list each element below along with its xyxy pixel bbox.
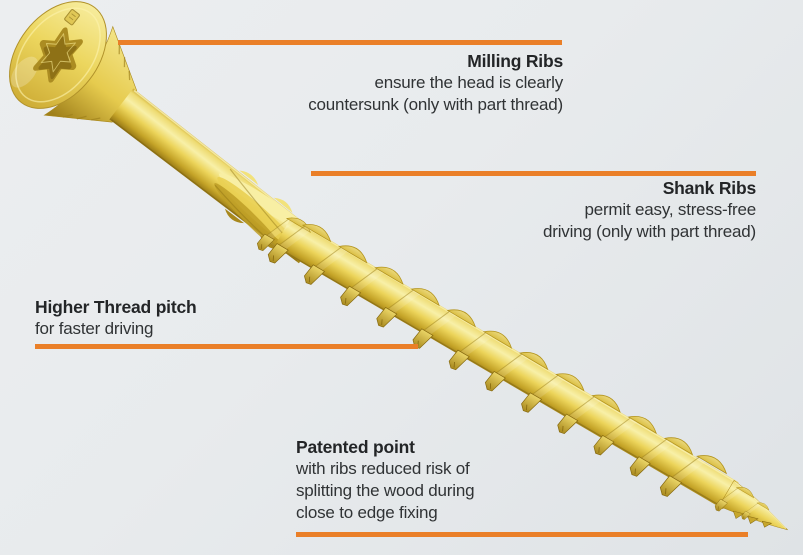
callout-line-patented-point (296, 532, 748, 537)
callout-text-line: close to edge fixing (296, 503, 438, 522)
callout-text-line: splitting the wood during (296, 481, 475, 500)
torx-recess (33, 27, 83, 83)
callout-text-line: driving (only with part thread) (542, 222, 756, 241)
callout-title: Shank Ribs (662, 178, 757, 198)
callout-line-milling-ribs (118, 40, 562, 45)
callout-line-shank-ribs (311, 171, 756, 176)
callout-line-higher-thread-pitch (35, 344, 418, 349)
callout-title: Higher Thread pitch (35, 297, 197, 317)
callout-higher-thread-pitch: Higher Thread pitch for faster driving (35, 296, 395, 340)
callout-text-line: ensure the head is clearly (374, 73, 563, 92)
screw-milling-ribs (62, 44, 131, 121)
screw-tip (713, 478, 789, 531)
screw-thread (254, 206, 739, 518)
callout-text-line: permit easy, stress-free (584, 200, 756, 219)
callout-text-line: with ribs reduced risk of (296, 459, 470, 478)
callout-title: Milling Ribs (467, 51, 563, 71)
callout-text-line: for faster driving (35, 319, 154, 338)
callout-patented-point: Patented point with ribs reduced risk of… (296, 436, 656, 524)
callout-title: Patented point (296, 437, 415, 457)
point-ribs (732, 510, 773, 528)
callout-milling-ribs: Milling Ribs ensure the head is clearly … (203, 50, 563, 116)
callout-shank-ribs: Shank Ribs permit easy, stress-free driv… (396, 177, 756, 243)
callout-text-line: countersunk (only with part thread) (308, 95, 563, 114)
head-stamp (64, 9, 80, 26)
screw-head (9, 1, 138, 123)
